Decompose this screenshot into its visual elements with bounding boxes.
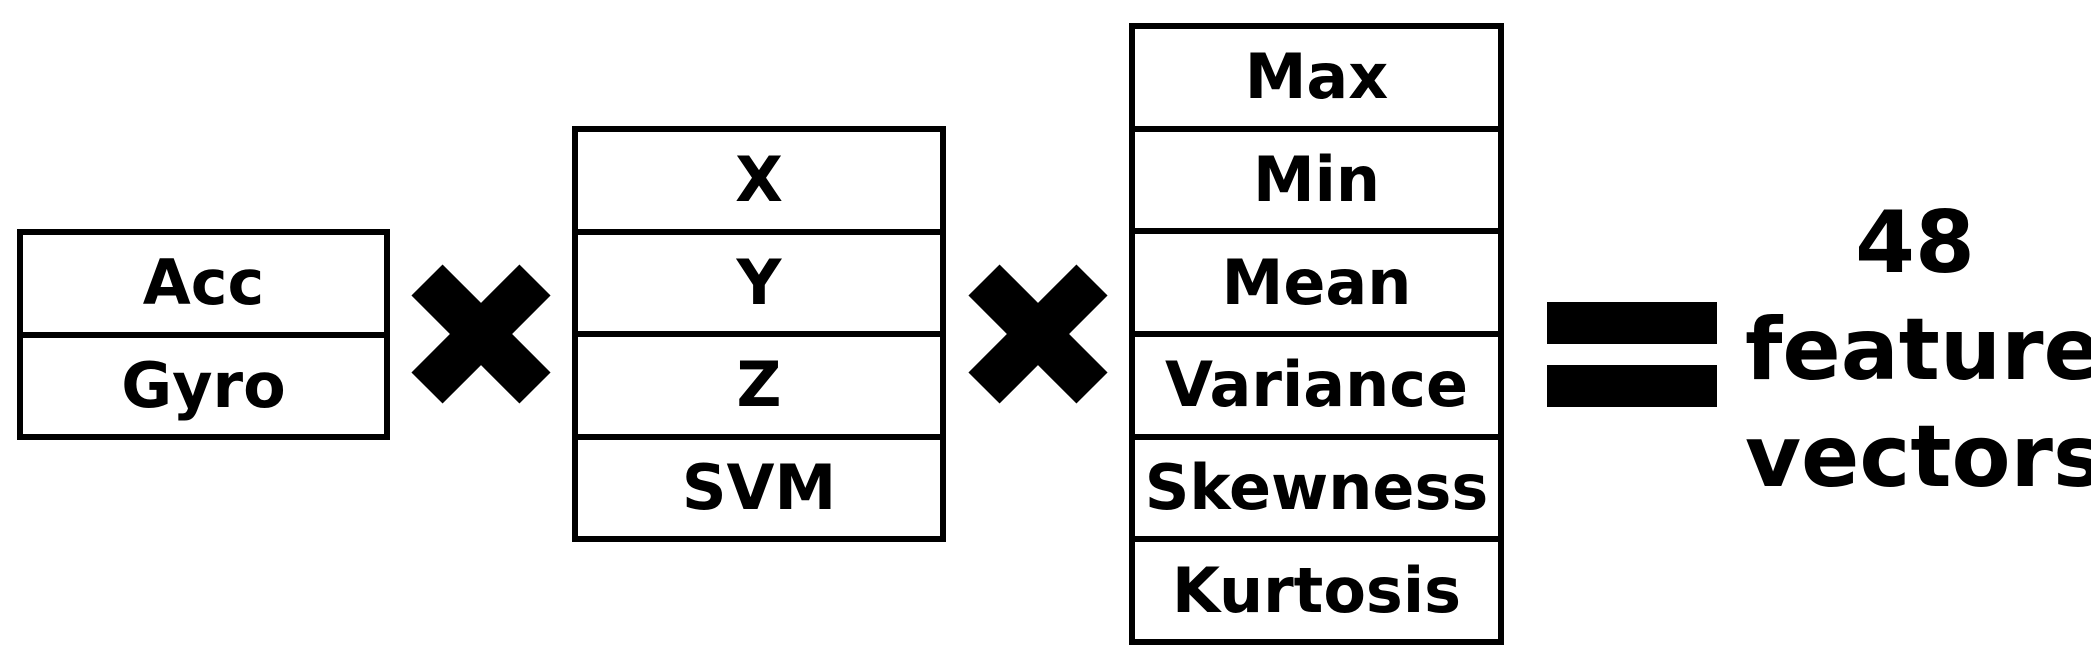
- stat-max: Max: [1244, 40, 1389, 114]
- result-line-2: vectors: [1745, 407, 2091, 507]
- equals-bar-top: [1547, 302, 1717, 344]
- result-number: 48: [1855, 193, 1975, 293]
- stat-min: Min: [1135, 125, 1498, 229]
- result-text: 48 feature vectors: [1745, 190, 2091, 511]
- stat-variance: Variance: [1135, 331, 1498, 434]
- axis-z: Z: [578, 331, 940, 434]
- axis-box: X Y Z SVM: [572, 126, 946, 542]
- axis-y: Y: [578, 228, 940, 332]
- equals-icon: [1547, 302, 1717, 407]
- statistic-box: Max Min Mean Variance Skewness Kurtosis: [1129, 23, 1504, 645]
- sensor-gyro: Gyro: [23, 331, 384, 435]
- result-line-1: feature: [1745, 300, 2091, 400]
- times-icon: [411, 264, 551, 404]
- stat-skewness: Skewness: [1135, 433, 1498, 537]
- equals-bar-bottom: [1547, 365, 1717, 407]
- times-icon: [968, 264, 1108, 404]
- stat-kurtosis: Kurtosis: [1135, 536, 1498, 639]
- axis-svm: SVM: [578, 433, 940, 537]
- axis-x: X: [735, 143, 783, 217]
- sensor-acc: Acc: [142, 246, 265, 320]
- stat-mean: Mean: [1135, 228, 1498, 331]
- sensor-box: Acc Gyro: [17, 229, 390, 440]
